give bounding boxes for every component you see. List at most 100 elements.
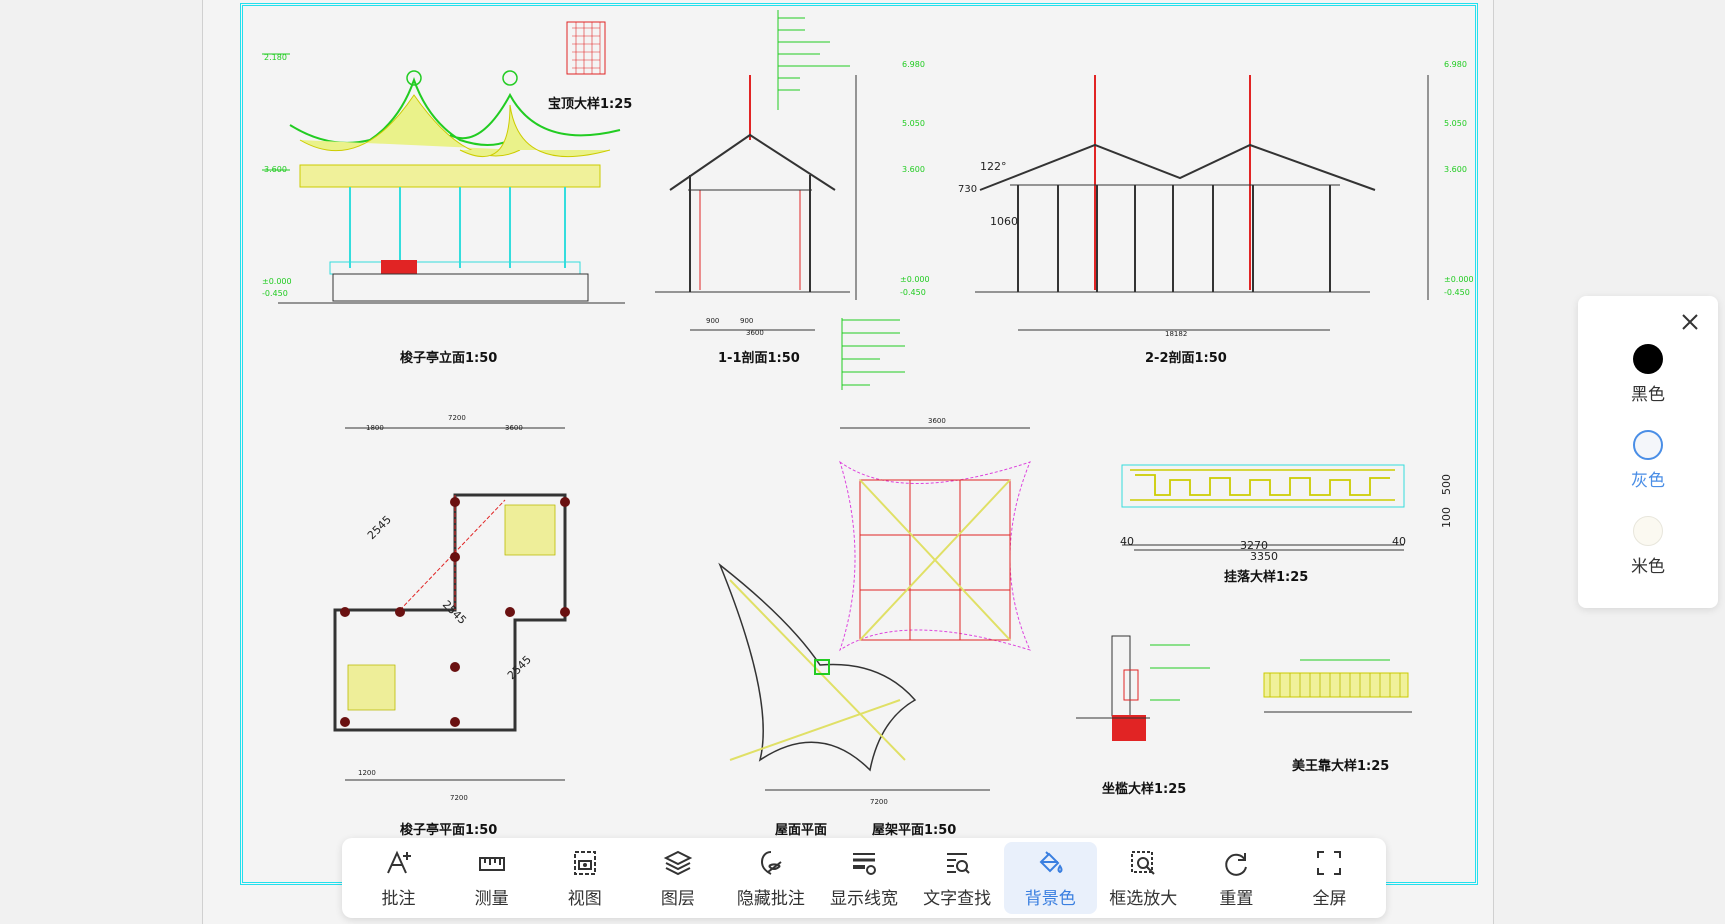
- dim-3600-top: 3600: [505, 424, 523, 432]
- dim-3350: 3350: [1250, 550, 1278, 563]
- bg-option-beige[interactable]: 米色: [1578, 516, 1718, 577]
- dim-2545-b: 2545: [440, 598, 469, 627]
- layers-label: 图层: [660, 888, 695, 909]
- swatch-gray[interactable]: [1633, 430, 1663, 460]
- bench-detail: 坐槛大样1:25: [1076, 635, 1210, 797]
- elev-3600-b: 3.600: [1444, 165, 1467, 174]
- elev-label-3600: 3.600: [264, 165, 287, 174]
- hide-annotation-label: 隐藏批注: [736, 888, 805, 909]
- text-search-button[interactable]: 文字查找: [911, 842, 1004, 914]
- bg-option-gray-label: 灰色: [1631, 471, 1665, 491]
- fullscreen-button[interactable]: 全屏: [1283, 842, 1376, 914]
- title-hanging-detail: 挂落大样1:25: [1224, 569, 1308, 585]
- elev-label-0000: ±0.000: [262, 277, 292, 286]
- dim-3600-roof: 3600: [928, 417, 946, 425]
- swatch-black[interactable]: [1633, 344, 1663, 374]
- close-icon[interactable]: [1676, 308, 1704, 336]
- bg-option-black-label: 黑色: [1631, 385, 1665, 405]
- title-lingwang-detail: 美王靠大样1:25: [1292, 758, 1389, 774]
- elev-3600-a: 3.600: [902, 165, 925, 174]
- box-zoom-icon: [1131, 850, 1156, 875]
- background-color-panel: 黑色 灰色 米色: [1578, 296, 1718, 608]
- reset-icon: [1225, 852, 1248, 876]
- elev-6980-a: 6.980: [902, 60, 925, 69]
- fullscreen-label: 全屏: [1312, 888, 1347, 909]
- paint-bucket-icon: [1039, 850, 1063, 873]
- dim-1200-bottom: 1200: [358, 769, 376, 777]
- title-roof-plan: 屋面平面: [775, 823, 827, 838]
- roof-plan: 3600 7200 屋面平面 屋架平面1:50: [718, 417, 1031, 838]
- drawing-sheet[interactable]: [202, 0, 1494, 924]
- background-color-label: 背景色: [1024, 888, 1076, 909]
- title-plan: 梭子亭平面1:50: [400, 822, 497, 838]
- view-button[interactable]: 视图: [538, 842, 631, 914]
- dim-1800-top: 1800: [366, 424, 384, 432]
- dim-40-right: 40: [1392, 535, 1406, 548]
- dim-2545-a: 2545: [365, 513, 394, 542]
- section-1-1: 900 900 3600 6.980 5.050 3.600 ±0.000 -0…: [655, 10, 930, 390]
- reset-label: 重置: [1219, 888, 1254, 909]
- fullscreen-icon: [1317, 850, 1342, 875]
- bg-option-beige-label: 米色: [1631, 557, 1665, 577]
- layers-button[interactable]: 图层: [631, 842, 724, 914]
- elev-0450-a: -0.450: [900, 288, 926, 297]
- dim-7200-bottom: 7200: [450, 794, 468, 802]
- background-color-button[interactable]: 背景色: [1003, 842, 1097, 914]
- hide-annotation-button[interactable]: 隐藏批注: [724, 842, 817, 914]
- elev-5050-b: 5.050: [1444, 119, 1467, 128]
- measure-label: 测量: [474, 888, 509, 909]
- line-width-icon: [853, 852, 877, 875]
- layers-icon: [663, 850, 693, 875]
- dim-1060: 1060: [990, 215, 1018, 228]
- dim-900-2: 900: [740, 317, 753, 325]
- floor-plan: 7200 1800 3600 2545 2545 2545 7200 1200 …: [333, 414, 570, 838]
- bg-option-gray[interactable]: 灰色: [1578, 430, 1718, 491]
- dim-7200-top: 7200: [448, 414, 466, 422]
- text-search-icon: [947, 852, 970, 874]
- title-bench-detail: 坐槛大样1:25: [1102, 781, 1186, 797]
- dim-900-1: 900: [706, 317, 719, 325]
- dim-angle-122: 122°: [980, 160, 1007, 173]
- dim-100: 100: [1440, 507, 1453, 528]
- bottom-toolbar: 批注 测量 视图 图层 隐藏批注 显示线宽 文字查找 背景色 框选放大 重置 全…: [342, 838, 1386, 918]
- title-section-2-2: 2-2剖面1:50: [1145, 350, 1227, 366]
- dim-7200-roof: 7200: [870, 798, 888, 806]
- box-zoom-label: 框选放大: [1109, 888, 1178, 909]
- title-section-1-1: 1-1剖面1:50: [718, 350, 800, 366]
- title-beam-plan: 屋架平面1:50: [872, 822, 956, 838]
- dim-2545-c: 2545: [505, 653, 534, 682]
- hanging-fret-detail: 3270 3350 40 40 500 100 挂落大样1:25: [1120, 464, 1453, 585]
- dim-3600-s1: 3600: [746, 329, 764, 337]
- elevation-view: 2.180 3.600 ±0.000 -0.450 梭子亭立面1:50: [262, 53, 625, 366]
- measure-button[interactable]: 测量: [445, 842, 538, 914]
- title-roof-detail: 宝顶大样1:25: [548, 96, 632, 112]
- elev-label-2180: 2.180: [264, 53, 287, 62]
- dim-730: 730: [958, 184, 977, 195]
- annotate-label: 批注: [381, 888, 416, 909]
- elev-0000-a: ±0.000: [900, 275, 930, 284]
- line-width-label: 显示线宽: [830, 888, 899, 909]
- ruler-icon: [478, 856, 505, 871]
- annotate-button[interactable]: 批注: [352, 842, 445, 914]
- elev-0000-b: ±0.000: [1444, 275, 1474, 284]
- view-camera-icon: [573, 850, 596, 875]
- text-search-label: 文字查找: [923, 888, 992, 909]
- title-elevation: 梭子亭立面1:50: [400, 350, 497, 366]
- view-label: 视图: [567, 888, 602, 909]
- bg-option-black[interactable]: 黑色: [1578, 344, 1718, 405]
- swatch-beige[interactable]: [1633, 516, 1663, 546]
- dim-3270: 3270: [1240, 539, 1268, 552]
- hide-annotation-icon: [760, 850, 782, 875]
- dim-40-left: 40: [1120, 535, 1134, 548]
- reset-button[interactable]: 重置: [1190, 842, 1283, 914]
- annotate-icon: [386, 850, 411, 873]
- section-2-2: 18182 122° 730 1060 6.980 5.050 3.600 ±0…: [958, 60, 1474, 366]
- roof-finial-detail: 宝顶大样1:25: [548, 21, 632, 112]
- dim-18182: 18182: [1165, 330, 1187, 338]
- elev-5050-a: 5.050: [902, 119, 925, 128]
- lingwang-seat-detail: 美王靠大样1:25: [1263, 659, 1412, 774]
- box-zoom-button[interactable]: 框选放大: [1097, 842, 1190, 914]
- elev-0450-b: -0.450: [1444, 288, 1470, 297]
- line-width-button[interactable]: 显示线宽: [817, 842, 910, 914]
